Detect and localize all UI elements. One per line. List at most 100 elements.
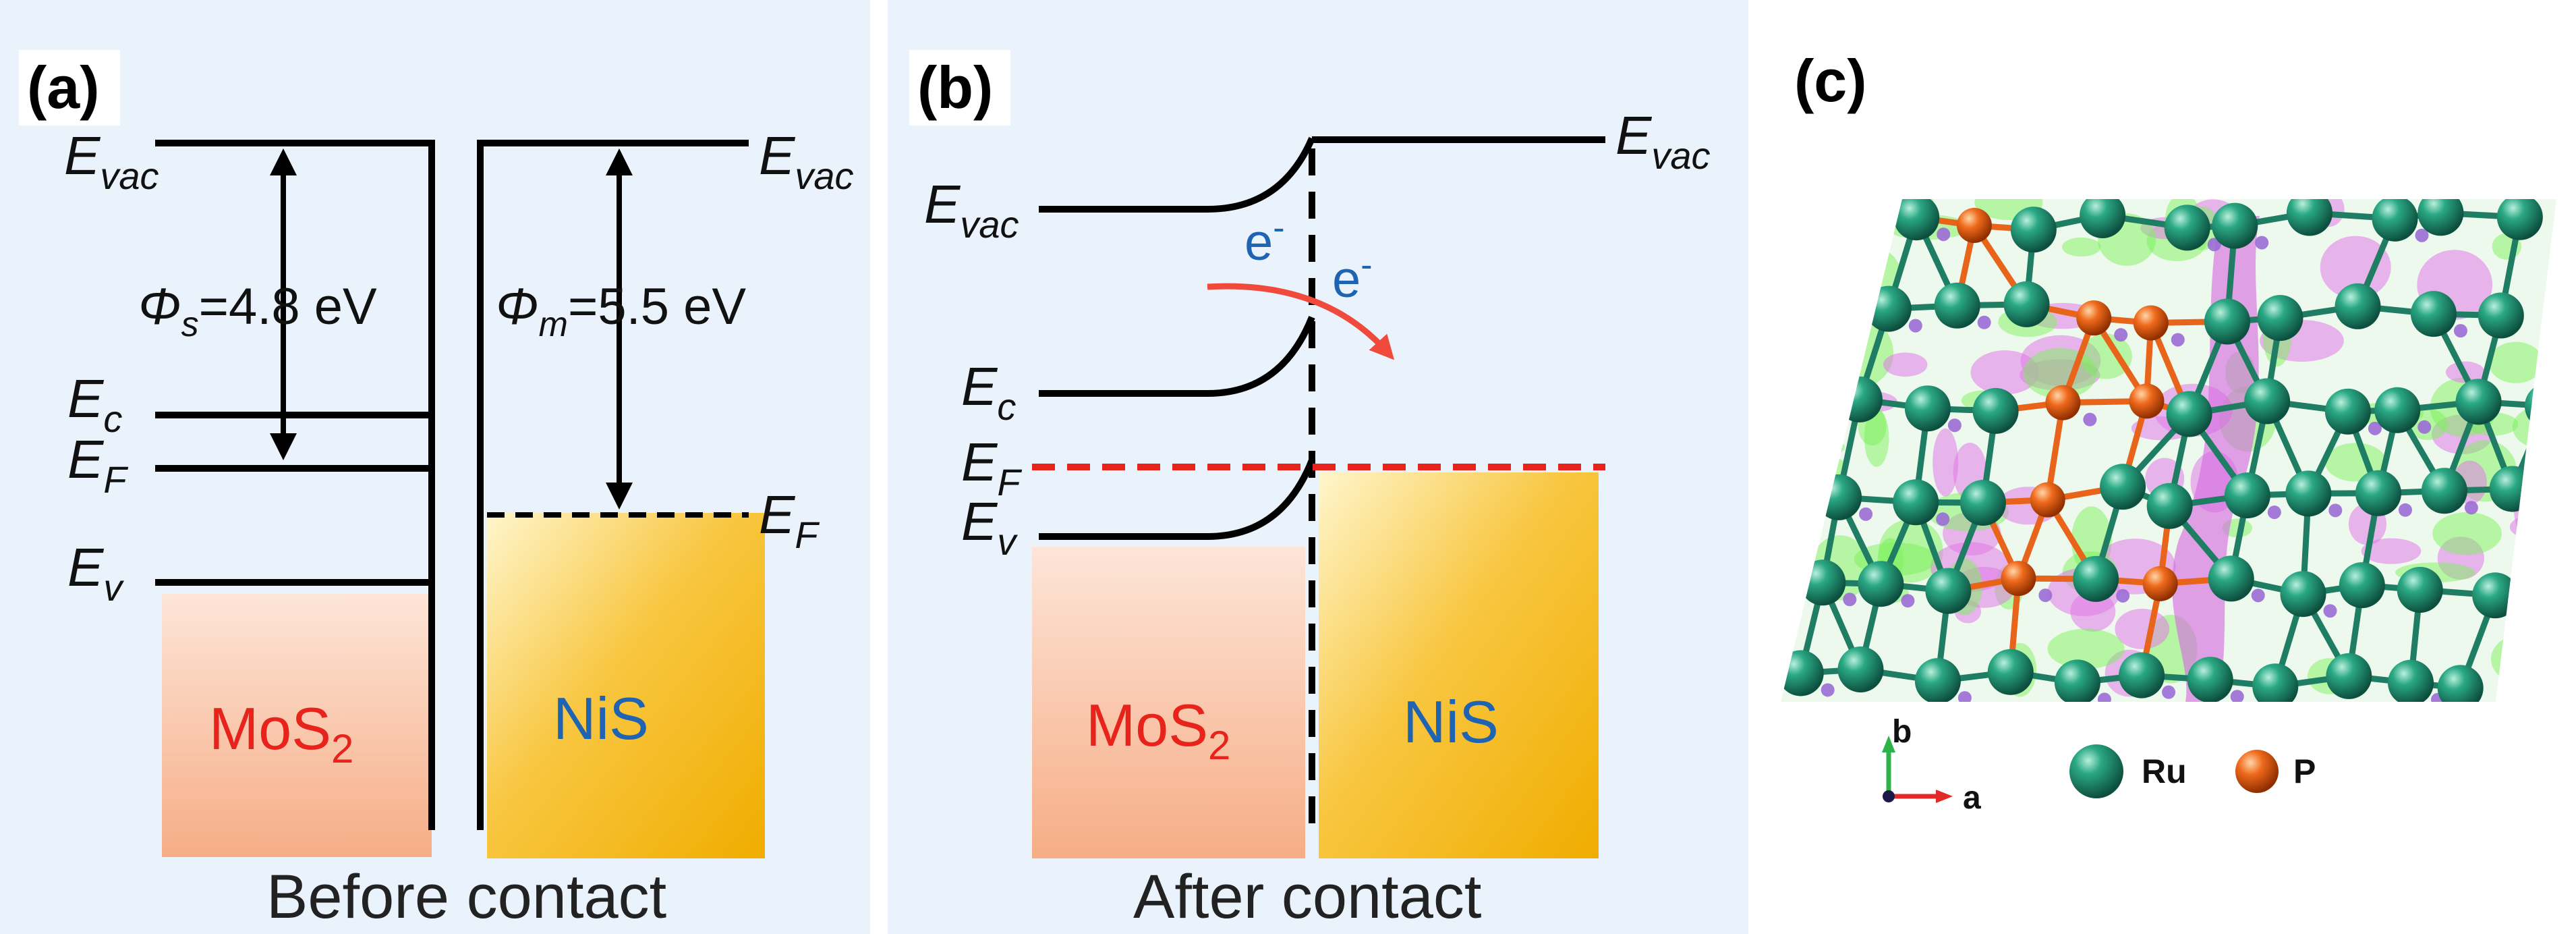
ru-atom	[2326, 653, 2372, 699]
p-atom	[2129, 383, 2165, 419]
axis-b-label: b	[1892, 714, 1912, 750]
ru-atom	[1904, 385, 1951, 432]
axis-indicator: b a	[1882, 714, 1981, 816]
small-atom	[2083, 412, 2097, 427]
ev-band	[1039, 459, 1315, 540]
ru-atom	[2335, 283, 2381, 329]
small-atom	[2114, 328, 2128, 342]
mos2-block	[162, 594, 432, 857]
ru-atom	[2397, 566, 2443, 613]
legend-ru-swatch	[2069, 744, 2123, 798]
evac-right-label: Evac	[759, 126, 854, 197]
isosurface-accumulation	[2512, 406, 2556, 449]
ru-atom	[2100, 464, 2146, 510]
legend-p-swatch	[2235, 750, 2279, 793]
ru-atom	[2204, 298, 2250, 345]
ru-atom	[2212, 202, 2258, 249]
electron-label-1: e-	[1244, 209, 1285, 271]
ru-atom	[2374, 387, 2421, 433]
small-atom	[2328, 503, 2343, 518]
small-atom	[2368, 421, 2382, 435]
crystal-structure-image	[1781, 199, 2556, 702]
isosurface-accumulation	[1787, 437, 1845, 458]
ru-atom	[2054, 659, 2100, 702]
evac-left-label: Evac	[924, 174, 1019, 246]
legend: Ru P	[2069, 744, 2316, 798]
panel-a-label-box	[19, 50, 120, 126]
isosurface-accumulation	[2047, 628, 2125, 669]
panel-b-label: (b)	[917, 54, 993, 121]
ru-atom	[2472, 572, 2519, 619]
ru-atom	[2489, 466, 2536, 512]
small-atom	[1936, 512, 1950, 526]
ru-atom	[2280, 571, 2326, 617]
ru-atom	[1934, 282, 1980, 329]
p-atom	[2142, 566, 2178, 601]
ru-atom	[1893, 479, 1939, 526]
isosurface-depletion	[2509, 513, 2556, 541]
ru-atom	[2455, 379, 2502, 425]
ru-atom	[1781, 650, 1824, 696]
ru-atom	[1893, 199, 1940, 241]
evac-right-label: Evac	[1615, 105, 1711, 177]
nis-block	[487, 513, 765, 858]
small-atom	[2453, 324, 2467, 338]
isosurface-accumulation	[1829, 200, 1895, 252]
ru-atom	[1865, 285, 1912, 332]
panel-b-caption: After contact	[1133, 862, 1481, 931]
ru-atom	[2285, 470, 2332, 517]
small-atom	[2230, 690, 2244, 702]
ru-atom	[2244, 378, 2291, 424]
small-atom	[1821, 683, 1835, 697]
ru-atom	[2355, 470, 2401, 516]
ru-atom	[1959, 480, 2006, 526]
isosurface-depletion	[1835, 225, 1879, 247]
ru-atom	[2164, 204, 2210, 251]
ru-atom	[2224, 472, 2270, 519]
small-atom	[1977, 315, 1991, 329]
mos2-label: MoS2	[1086, 692, 1230, 768]
ev-label: Ev	[961, 491, 1018, 563]
panel-c: (c) b a Ru P	[1781, 47, 2556, 816]
legend-p-label: P	[2293, 752, 2316, 790]
evac-left-label: Evac	[64, 126, 159, 197]
nis-label: NiS	[553, 685, 649, 752]
atom-layer	[1781, 199, 2556, 702]
ru-atom	[2478, 292, 2524, 339]
small-atom	[2171, 333, 2185, 347]
small-atom	[2323, 604, 2337, 618]
nis-label: NiS	[1403, 688, 1499, 755]
isosurface-accumulation	[2490, 633, 2556, 685]
ru-atom	[2003, 281, 2050, 327]
isosurface-accumulation	[1781, 368, 1825, 392]
isosurface-layer	[1781, 199, 2556, 702]
ef-left-label: EF	[67, 429, 128, 501]
isosurface-depletion	[2115, 609, 2170, 649]
small-atom	[2515, 605, 2529, 620]
panel-c-label: (c)	[1794, 47, 1867, 114]
isosurface-accumulation	[2062, 237, 2101, 257]
small-atom	[2267, 505, 2281, 520]
small-atom	[2162, 685, 2176, 699]
small-atom	[1957, 691, 1972, 702]
ru-atom	[2286, 199, 2332, 236]
ev-label: Ev	[67, 537, 124, 609]
ru-atom	[2437, 665, 2484, 702]
isosurface-accumulation	[2505, 578, 2544, 613]
isosurface-accumulation	[2080, 333, 2132, 379]
small-atom	[2417, 420, 2432, 434]
ru-atom	[2119, 652, 2165, 698]
ru-atom	[2417, 199, 2464, 236]
legend-ru-label: Ru	[2142, 752, 2187, 790]
ru-atom	[2257, 295, 2303, 341]
ru-atom	[2324, 388, 2371, 435]
mos2-block	[1032, 547, 1305, 858]
ru-atom	[2496, 199, 2543, 240]
panel-a: (a) Evac Evac Ec EF EF Ev Φs=4.8 eV Φm=5…	[19, 50, 854, 931]
axis-a-arrowhead	[1936, 790, 1953, 803]
ru-atom	[2080, 199, 2126, 239]
isosurface-accumulation	[2432, 512, 2502, 555]
p-atom	[2001, 561, 2036, 597]
ru-atom	[2073, 555, 2119, 602]
ru-atom	[1914, 658, 1961, 702]
